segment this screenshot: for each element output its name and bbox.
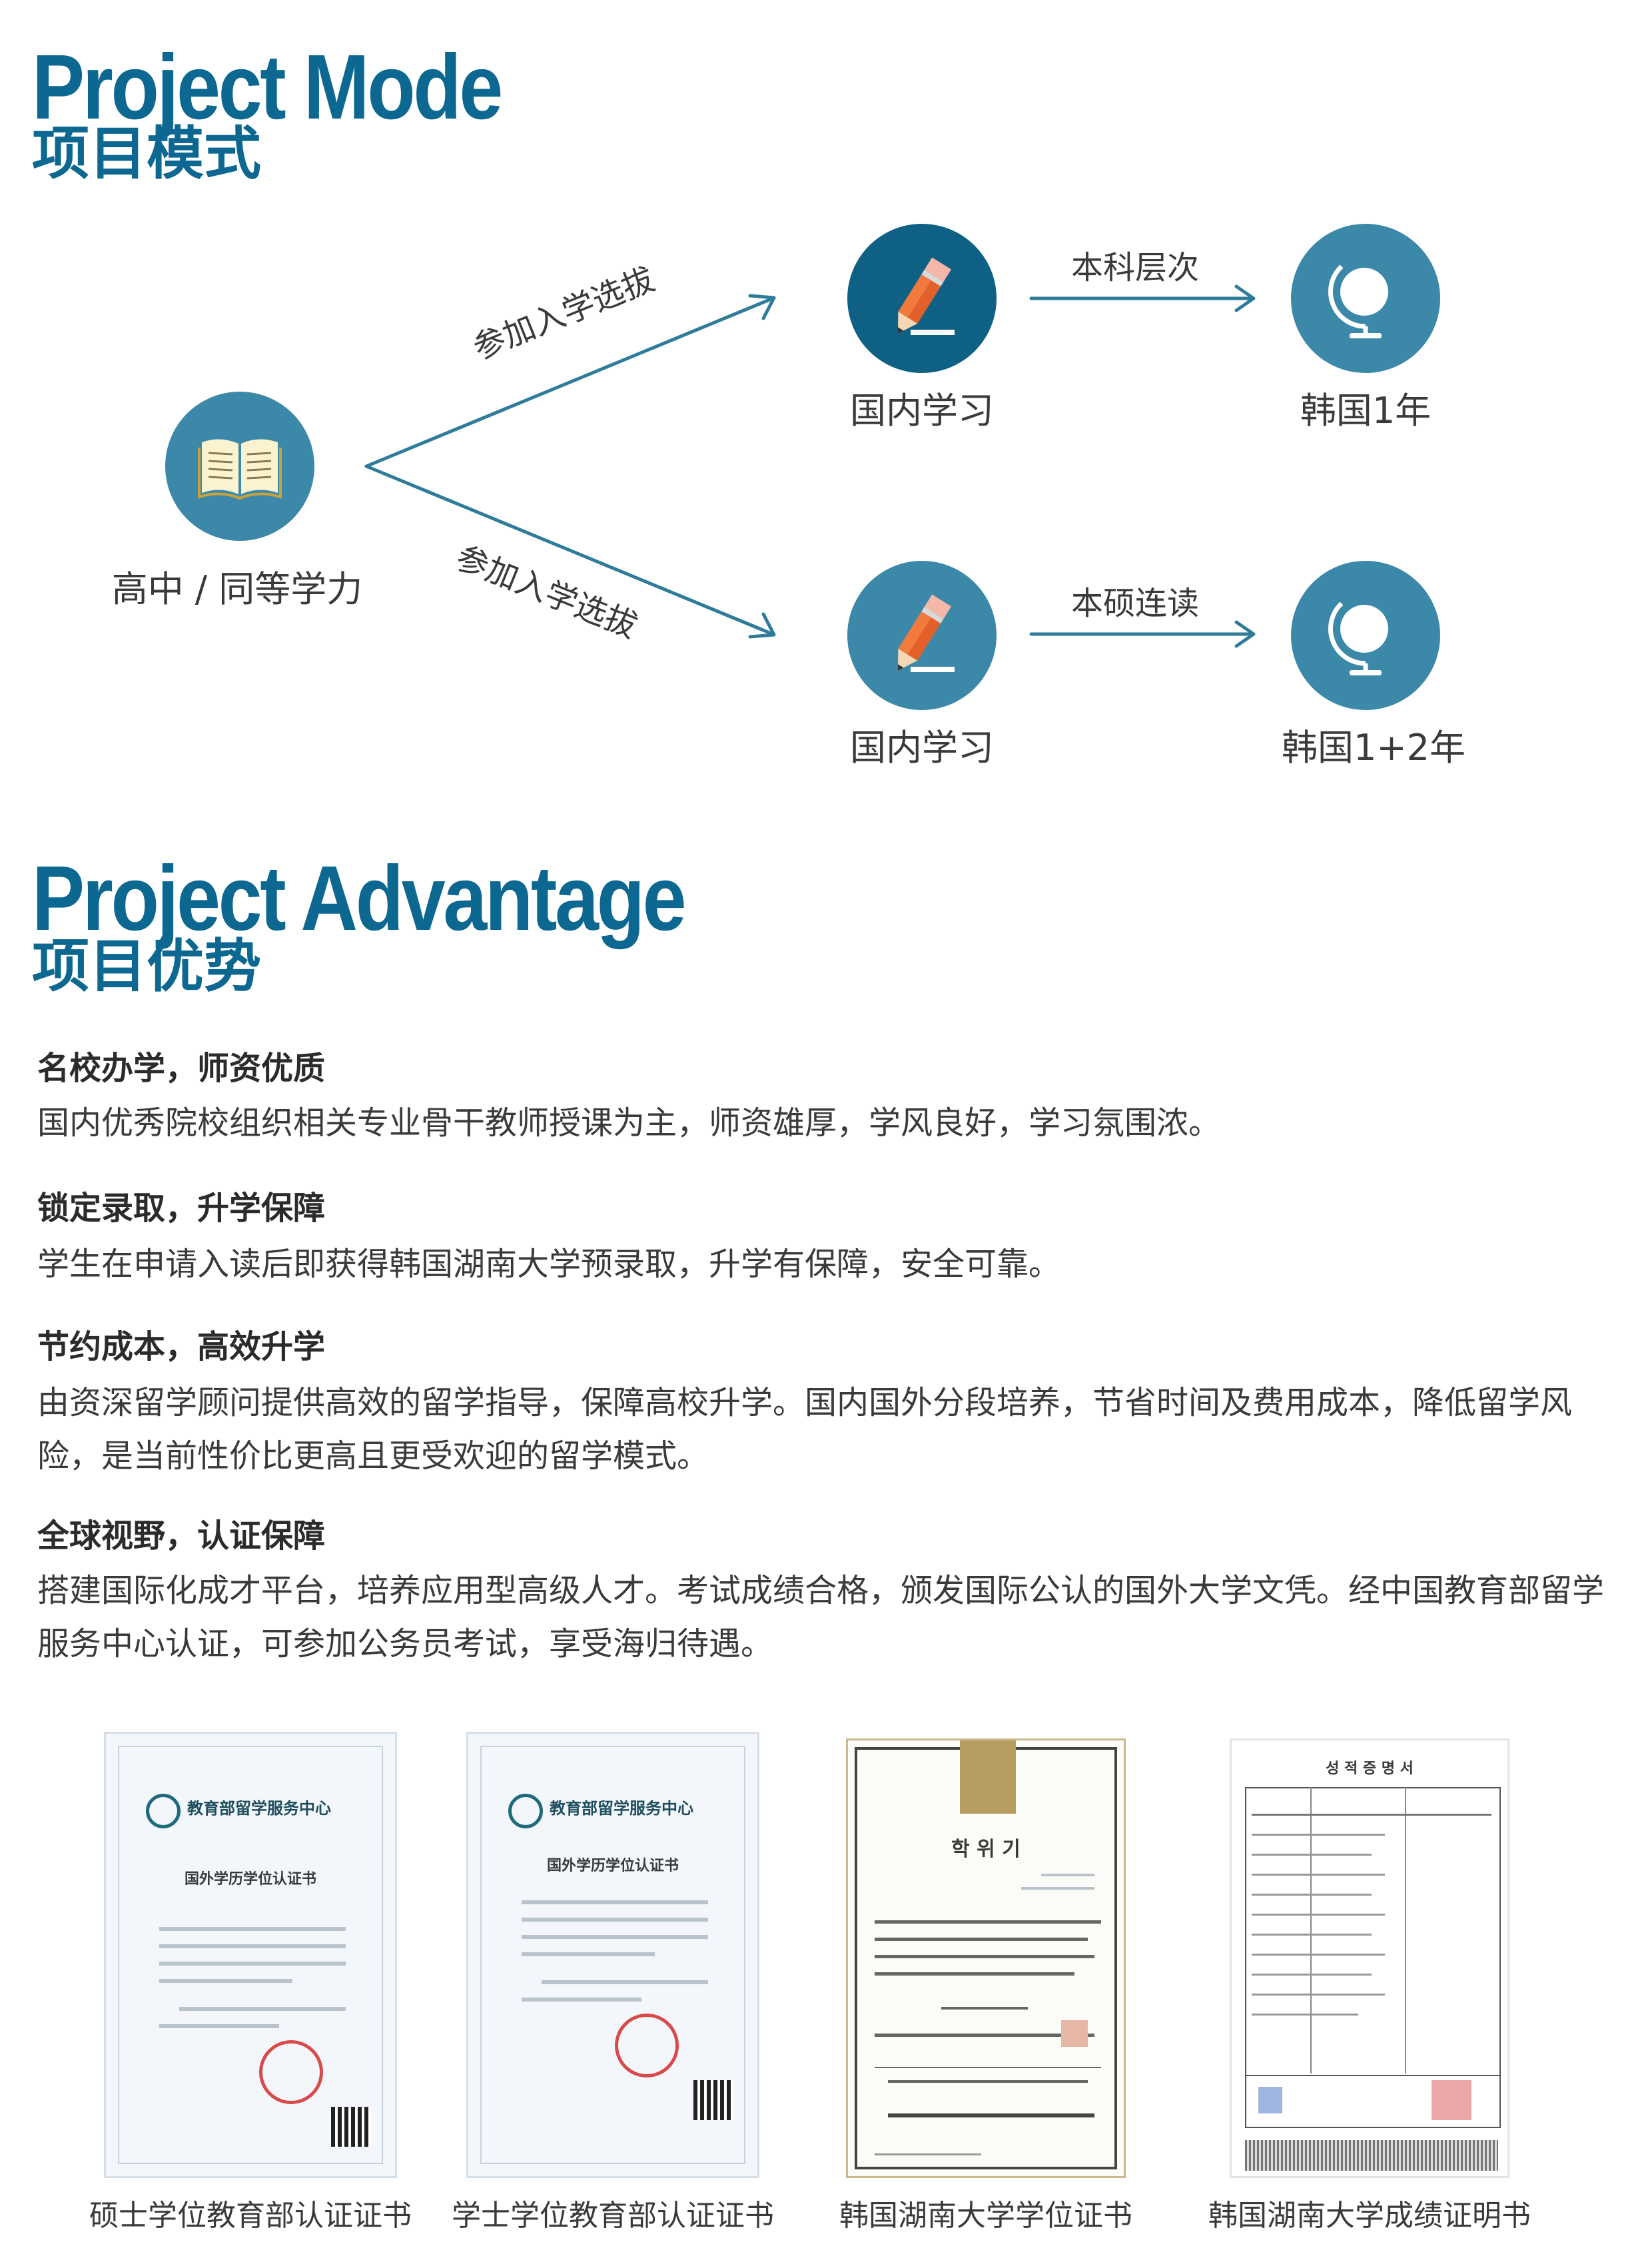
pencil-icon — [897, 257, 955, 335]
advantage-heading-2: 锁定录取，升学保障 — [37, 1190, 326, 1227]
certificate-doc-title: 国外学历学位认证书 — [546, 1858, 679, 1874]
open-book-icon — [198, 439, 282, 500]
node-bottom-study — [847, 561, 997, 710]
node-start-label: 高中 / 同等学力 — [111, 568, 363, 610]
arrow-lower-selection-head — [748, 612, 776, 639]
certificate-bachelor-image: 教育部留学服务中心 国外学历学位认证书 — [466, 1732, 759, 2178]
node-bottom-korea — [1291, 561, 1440, 710]
node-bottom-study-label: 国内学习 — [850, 727, 994, 769]
node-top-study — [847, 224, 997, 373]
red-seal-icon — [615, 2014, 679, 2077]
certificate-org: 教育部留学服务中心 — [550, 1799, 693, 1818]
mode-title-en: Project Mode — [32, 36, 503, 139]
certificate-transcript-caption: 韩国湖南大学成绩证明书 — [1208, 2199, 1531, 2233]
certificate-doc-title: 国外学历学位认证书 — [184, 1871, 316, 1888]
certificate-org: 教育部留学服务中心 — [187, 1799, 331, 1818]
qr-code-icon — [331, 2107, 371, 2147]
node-top-korea-label: 韩国1年 — [1300, 390, 1432, 432]
node-start — [165, 392, 314, 541]
advantage-body-2: 学生在申请入读后即获得韩国湖南大学预录取，升学有保障，安全可靠。 — [37, 1246, 1061, 1283]
advantage-title-cn: 项目优势 — [32, 933, 261, 1000]
arrow-upper-selection-head — [748, 294, 776, 320]
advantage-body-3: 由资深留学顾问提供高效的留学指导，保障高校升学。国内国外分段培养，节省时间及费用… — [37, 1384, 1573, 1475]
arrow-bachelor-head — [1234, 284, 1256, 312]
advantage-heading-1: 名校办学，师资优质 — [37, 1050, 326, 1087]
pencil-icon — [897, 594, 955, 672]
certificate-transcript-image: 성 적 증 명 서 — [1230, 1738, 1509, 2178]
edge-label-bachelor: 本科层次 — [1071, 249, 1200, 286]
globe-icon — [1328, 264, 1388, 338]
red-seal-icon — [1432, 2080, 1471, 2120]
arrow-bachelor-master-head — [1234, 620, 1256, 648]
certificate-bachelor-caption: 学士学位教育部认证证书 — [452, 2199, 774, 2233]
certificate-degree-caption: 韩国湖南大学学位证书 — [839, 2199, 1132, 2233]
red-seal-icon — [259, 2040, 323, 2104]
edge-label-upper-selection: 参加入学选拔 — [468, 260, 660, 368]
node-top-korea — [1291, 224, 1440, 373]
node-top-study-label: 国内学习 — [850, 390, 994, 432]
blue-stamp-icon — [1258, 2087, 1282, 2113]
advantage-heading-4: 全球视野，认证保障 — [37, 1517, 326, 1555]
csc-logo-icon — [508, 1794, 543, 1828]
certificate-degree-image: 학 위 기 — [846, 1738, 1126, 2178]
edge-label-bachelor-master: 本硕连读 — [1071, 585, 1200, 622]
certificate-master-image: 教育部留学服务中心 国外学历学位认证书 — [104, 1732, 397, 2178]
advantage-title-en: Project Advantage — [32, 847, 687, 950]
advantage-body-4: 搭建国际化成才平台，培养应用型高级人才。考试成绩合格，颁发国际公认的国外大学文凭… — [37, 1572, 1605, 1663]
certificate-doc-title: 성 적 증 명 서 — [1326, 1760, 1414, 1777]
university-emblem-icon — [960, 1740, 1016, 1814]
certificate-doc-title: 학 위 기 — [951, 1838, 1021, 1861]
red-seal-icon — [1061, 2020, 1088, 2047]
csc-logo-icon — [146, 1794, 181, 1828]
advantage-heading-3: 节约成本，高效升学 — [37, 1328, 326, 1365]
globe-icon — [1328, 601, 1388, 675]
advantage-body-1: 国内优秀院校组织相关专业骨干教师授课为主，师资雄厚，学风良好，学习氛围浓。 — [37, 1104, 1221, 1142]
qr-code-icon — [693, 2080, 733, 2120]
edge-label-lower-selection: 参加入学选拔 — [450, 539, 643, 645]
mode-title-cn: 项目模式 — [32, 121, 261, 187]
node-bottom-korea-label: 韩国1+2年 — [1282, 727, 1465, 769]
certificate-master-caption: 硕士学位教育部认证证书 — [89, 2199, 412, 2233]
